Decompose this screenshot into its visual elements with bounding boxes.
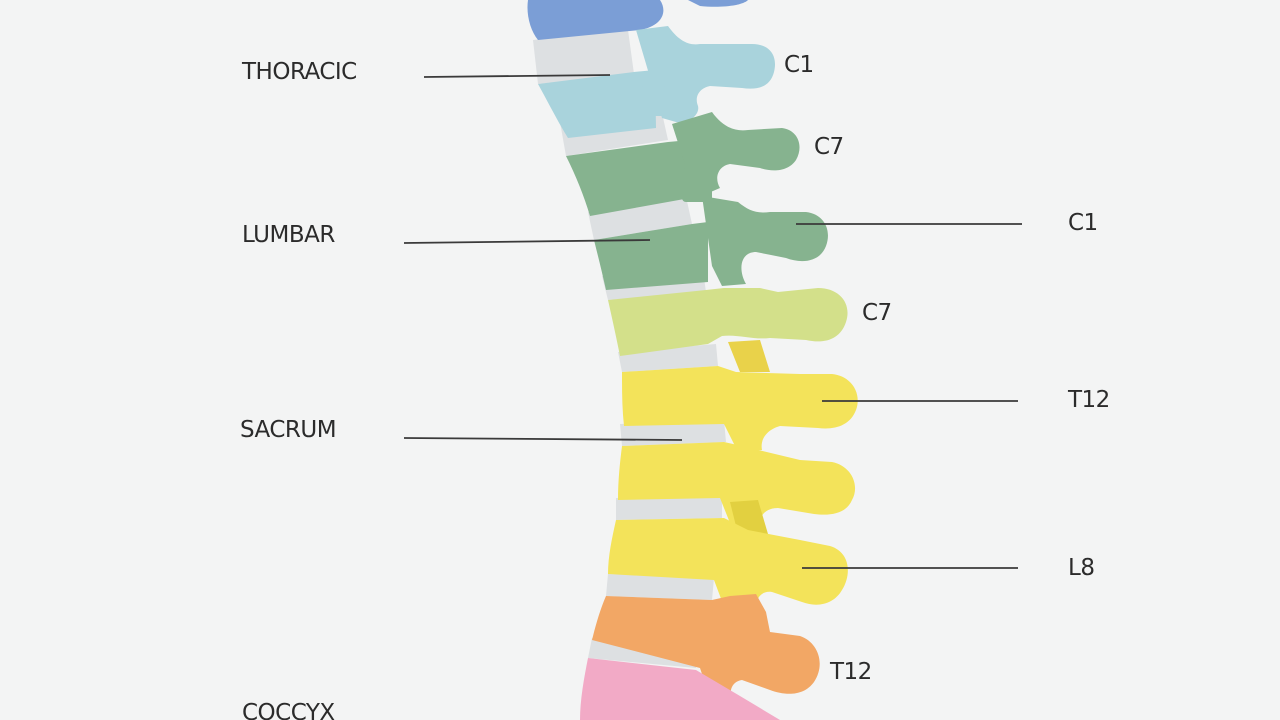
leader-lines [403,74,1022,569]
label-c1-top: C1 [784,52,814,78]
label-lumbar: LUMBAR [242,222,335,248]
leader-thoracic [423,74,611,78]
label-l8: L8 [1068,555,1095,581]
label-thoracic: THORACIC [242,59,357,85]
vertebra-pink [580,658,780,720]
disc-3 [588,192,692,240]
disc-8 [606,574,714,600]
label-coccyx: COCCYX [242,700,335,720]
vertebra-light-blue [538,26,776,138]
label-sacrum: SACRUM [240,417,337,443]
vertebra-lime [608,288,848,356]
vertebra-green [566,112,828,290]
vertebra-yellow [608,340,858,614]
vertebra-blue [527,0,748,40]
label-c7-lower: C7 [862,300,892,326]
label-c7-upper: C7 [814,134,844,160]
leader-sacrum [403,437,683,441]
label-t12-upper: T12 [1068,387,1110,413]
vertebra-orange [592,594,820,704]
leader-lumbar [403,239,651,244]
label-c1-lower: C1 [1068,210,1098,236]
disc-7 [616,496,722,520]
label-t12-lower: T12 [830,659,872,685]
disc-1 [533,30,634,84]
